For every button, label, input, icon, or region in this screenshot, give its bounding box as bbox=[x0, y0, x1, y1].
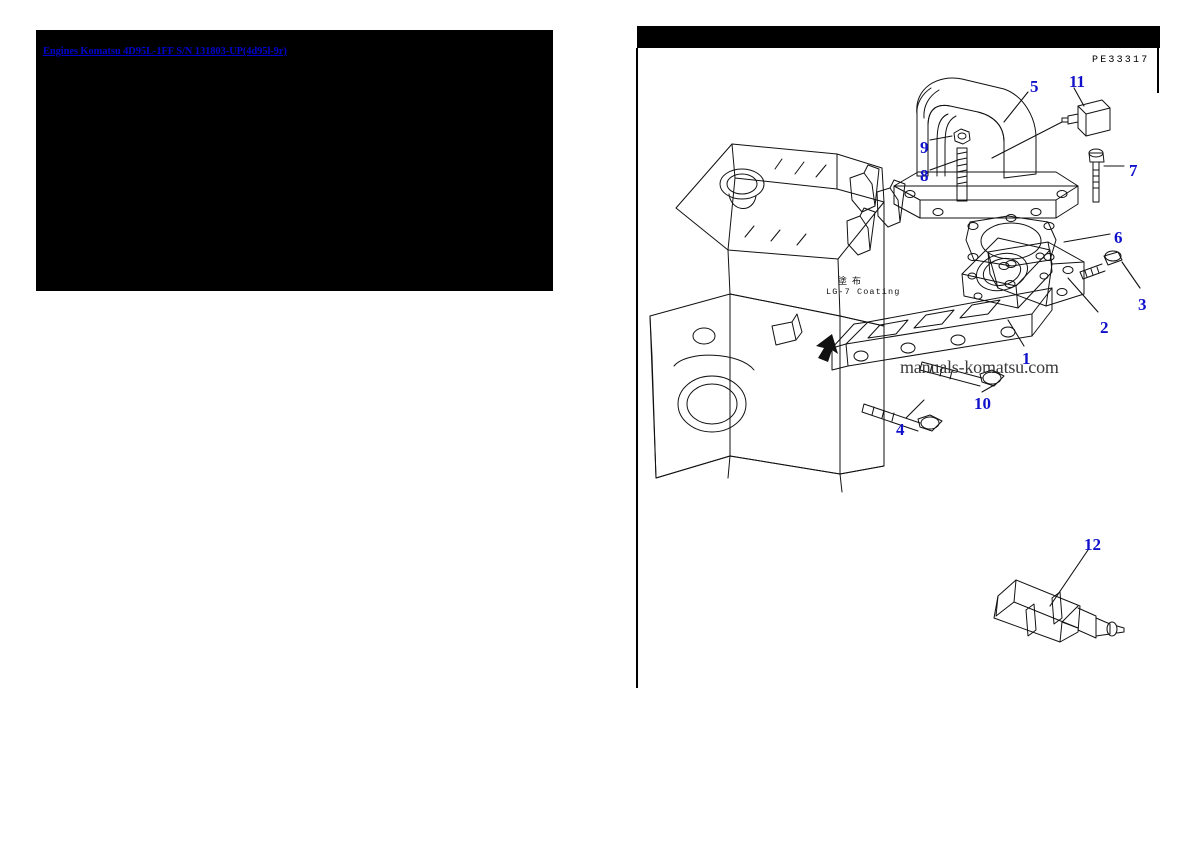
frame-left-rule bbox=[636, 48, 638, 688]
callout-number-6: 6 bbox=[1114, 228, 1123, 247]
sensor-part-11-illustration bbox=[1061, 99, 1111, 137]
adapter-plate-illustration bbox=[987, 241, 1085, 307]
callout-number-2: 2 bbox=[1100, 318, 1109, 337]
callout-number-5: 5 bbox=[1030, 77, 1039, 96]
callout-number-9: 9 bbox=[920, 138, 929, 157]
callout-number-12: 12 bbox=[1084, 535, 1101, 554]
callout-number-4: 4 bbox=[896, 420, 905, 439]
bolt-part-4-illustration bbox=[861, 403, 943, 432]
parts-assembly-drawing bbox=[649, 77, 1141, 643]
assembly-arrow bbox=[816, 334, 838, 362]
frame-right-rule bbox=[1157, 48, 1159, 93]
leader-lines bbox=[905, 87, 1141, 607]
gasket-illustration bbox=[965, 214, 1057, 268]
intake-manifold-illustration bbox=[831, 237, 1053, 371]
parts-diagram-frame: PE33317 bbox=[632, 26, 1160, 688]
callout-number-11: 11 bbox=[1069, 72, 1086, 91]
stud-part-8-illustration bbox=[956, 147, 968, 202]
frame-top-bar bbox=[637, 26, 1160, 48]
engine-model-link[interactable]: Engines Komatsu 4D95L-1FF S/N 131803-UP(… bbox=[43, 46, 287, 57]
callout-number-1: 1 bbox=[1022, 349, 1031, 368]
coating-note-english: LG-7 Coating bbox=[826, 287, 901, 297]
bolt-part-3-illustration bbox=[1079, 250, 1123, 280]
bolt-part-7-illustration bbox=[1088, 148, 1105, 203]
air-inlet-elbow-illustration bbox=[893, 77, 1079, 219]
heater-part-12-illustration bbox=[993, 579, 1125, 643]
callout-number-7: 7 bbox=[1129, 161, 1138, 180]
drawing-number-label: PE33317 bbox=[1092, 55, 1150, 66]
engine-block-illustration bbox=[649, 143, 906, 493]
media-panel: Engines Komatsu 4D95L-1FF S/N 131803-UP(… bbox=[36, 30, 553, 291]
callout-number-10: 10 bbox=[974, 394, 991, 413]
nut-part-9-illustration bbox=[953, 128, 971, 145]
callout-number-3: 3 bbox=[1138, 295, 1147, 314]
site-watermark: manuals-komatsu.com bbox=[900, 357, 1059, 377]
coating-note-japanese: 塗布 bbox=[838, 277, 867, 287]
callout-number-8: 8 bbox=[920, 166, 929, 185]
